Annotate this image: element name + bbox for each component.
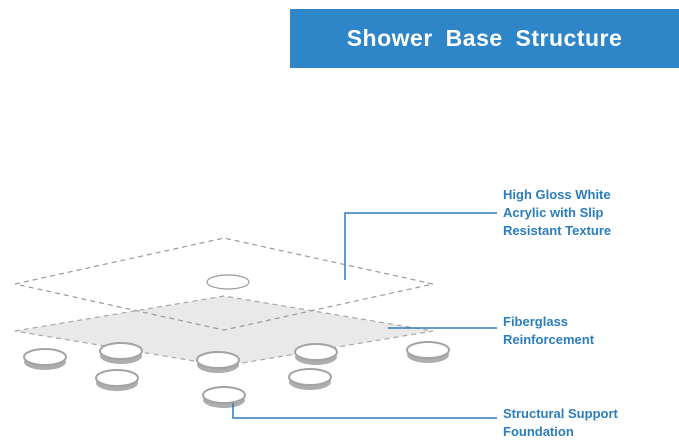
callout-acrylic-line1: High Gloss White	[503, 187, 611, 202]
page-title: Shower Base Structure	[346, 25, 623, 51]
connector-line-foundation	[232, 403, 497, 419]
support-ring	[406, 341, 450, 363]
support-ring	[196, 351, 240, 373]
callout-foundation-line2: Foundation	[503, 424, 574, 440]
callout-acrylic-line3: Resistant Texture	[503, 223, 612, 239]
acrylic-layer	[14, 237, 434, 331]
callout-foundation: Structural Support Foundation	[503, 405, 663, 441]
support-ring	[99, 342, 143, 364]
drain-hole	[206, 274, 250, 290]
callout-fiberglass: Fiberglass Reinforcement	[503, 313, 653, 349]
callout-fiberglass-line1: Fiberglass	[503, 314, 569, 329]
callout-foundation-line1: Structural Support	[503, 406, 618, 421]
callout-fiberglass-line2: Reinforcement	[503, 332, 595, 348]
callout-acrylic: High Gloss White Acrylic with Slip Resis…	[503, 186, 653, 241]
support-ring	[288, 368, 332, 390]
title-banner: Shower Base Structure	[290, 9, 679, 68]
connector-line-acrylic	[344, 212, 497, 280]
callout-acrylic-line2: Acrylic with Slip	[503, 205, 604, 221]
support-ring	[95, 369, 139, 391]
support-ring	[23, 348, 67, 370]
support-ring	[202, 386, 246, 408]
support-ring	[294, 343, 338, 365]
